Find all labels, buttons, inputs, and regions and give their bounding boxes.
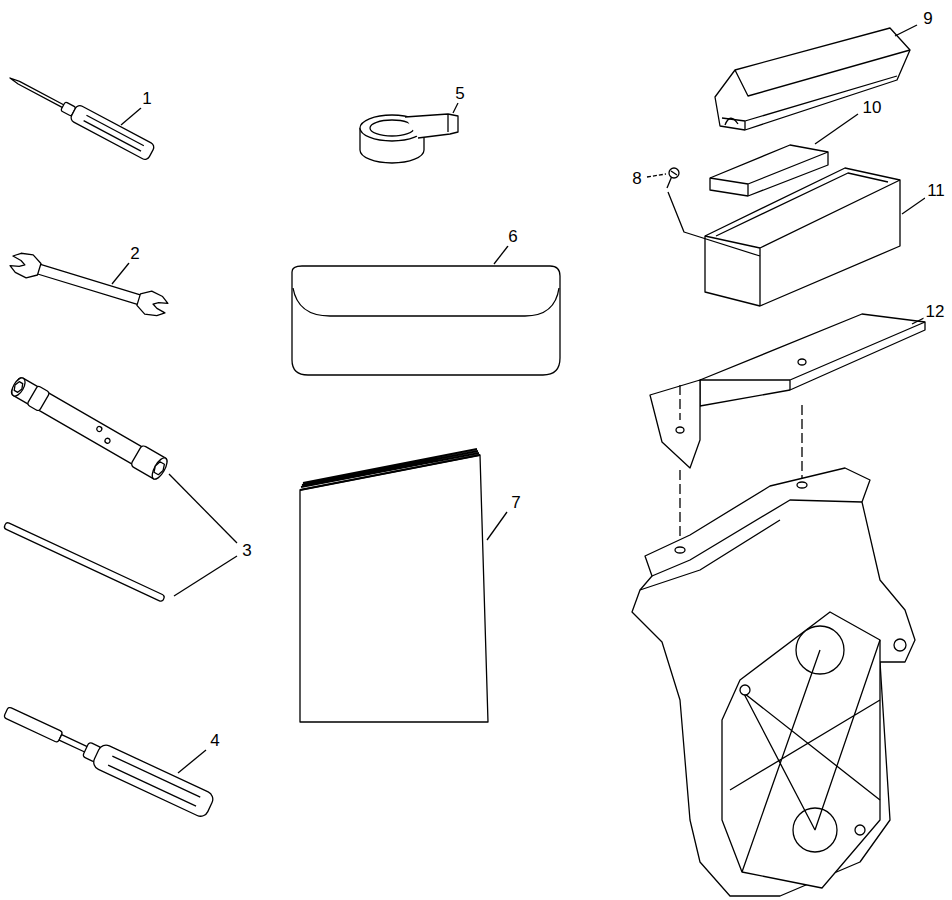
leader-line — [902, 198, 925, 214]
handle-groove — [108, 765, 196, 806]
leader-line — [895, 25, 917, 36]
leader-line — [912, 318, 924, 324]
callout-number: 5 — [453, 84, 466, 103]
bracket-hole — [798, 359, 806, 365]
strap-fold — [447, 114, 448, 132]
screwdriver — [6, 70, 156, 161]
cover-bolt — [740, 685, 750, 695]
nut-driver — [1, 700, 216, 819]
wrench-jaw — [8, 249, 43, 280]
toolbox — [705, 168, 900, 306]
leader-line — [112, 263, 129, 284]
handle-groove — [112, 756, 200, 797]
leader-line — [494, 246, 508, 264]
leader-line — [121, 108, 141, 125]
lid-edge — [722, 50, 910, 130]
lid-outline — [715, 28, 910, 130]
callout-number: 1 — [140, 89, 153, 108]
nut-driver-socket — [3, 707, 62, 743]
callout-number: 9 — [921, 9, 934, 28]
leader-line — [169, 474, 237, 543]
housing-hole — [797, 482, 807, 488]
bracket-plate — [700, 314, 925, 406]
wrench-shaft — [34, 263, 144, 305]
callout-number: 6 — [506, 227, 519, 246]
cover-rib — [730, 640, 880, 872]
box-wrench — [8, 374, 170, 481]
housing-outline — [632, 468, 915, 896]
strap-roll — [360, 114, 458, 163]
bracket-hole — [676, 427, 684, 433]
callout-number: 3 — [240, 541, 253, 560]
leader-line — [647, 174, 666, 177]
leader-line — [453, 103, 458, 113]
callout-number: 8 — [630, 169, 643, 188]
nut-driver-handle — [91, 742, 215, 818]
leader-lines — [112, 25, 925, 773]
housing-hole — [675, 547, 685, 553]
bracket-flange — [650, 380, 700, 468]
screwdriver-shaft — [9, 77, 65, 109]
handle-groove — [86, 115, 143, 146]
toolbox-lid — [715, 28, 910, 130]
pouch-body — [292, 266, 560, 375]
leader-line — [178, 750, 206, 773]
assembly-line — [679, 470, 680, 544]
manual-cover — [300, 455, 488, 722]
assembly-line — [679, 385, 680, 420]
cover-bolt — [855, 825, 865, 835]
nut-driver-shaft — [59, 735, 89, 753]
tommy-hole — [104, 437, 111, 444]
housing-boss — [894, 639, 906, 651]
housing-edge — [652, 500, 862, 576]
lid-notch — [725, 118, 738, 125]
box-outline — [705, 168, 900, 306]
pouch-flap — [293, 288, 559, 316]
chaincase-cover — [722, 612, 880, 888]
manual-pages — [300, 449, 480, 490]
box-wrench-collar — [27, 385, 50, 411]
bracket-edge — [700, 322, 925, 390]
screw-head — [669, 168, 679, 178]
callout-number: 12 — [924, 302, 947, 321]
tommy-bar — [4, 522, 166, 602]
strap-tail — [405, 114, 458, 138]
hex-socket — [152, 461, 166, 476]
tommy-bar-rod — [4, 522, 166, 602]
roll-core — [370, 120, 414, 136]
box-wrench-end — [149, 456, 170, 482]
open-end-wrench — [8, 249, 170, 319]
tool-pouch — [292, 266, 560, 375]
screwdriver-handle — [69, 104, 155, 161]
box-wrench-end — [9, 376, 28, 398]
housing-edge — [640, 520, 780, 590]
wrench-jaw — [135, 288, 170, 319]
box-wrench-head — [130, 445, 168, 481]
tommy-hole — [96, 426, 103, 433]
screw-slot — [671, 171, 677, 175]
leader-line — [174, 556, 237, 596]
leader-line — [487, 512, 507, 540]
screw — [667, 168, 760, 256]
callout-number: 2 — [128, 244, 141, 263]
callout-number: 10 — [861, 98, 884, 117]
box-edge — [705, 173, 900, 306]
callout-number: 11 — [925, 181, 947, 200]
callout-number: 7 — [509, 493, 522, 512]
leader-line — [815, 114, 858, 144]
assembly-line — [801, 405, 802, 480]
hex-socket — [13, 381, 25, 394]
chaincase-housing — [632, 468, 915, 896]
assembly-line — [668, 192, 760, 256]
owners-manual — [300, 449, 488, 722]
handle-groove — [84, 121, 141, 152]
callout-number: 4 — [208, 731, 221, 750]
